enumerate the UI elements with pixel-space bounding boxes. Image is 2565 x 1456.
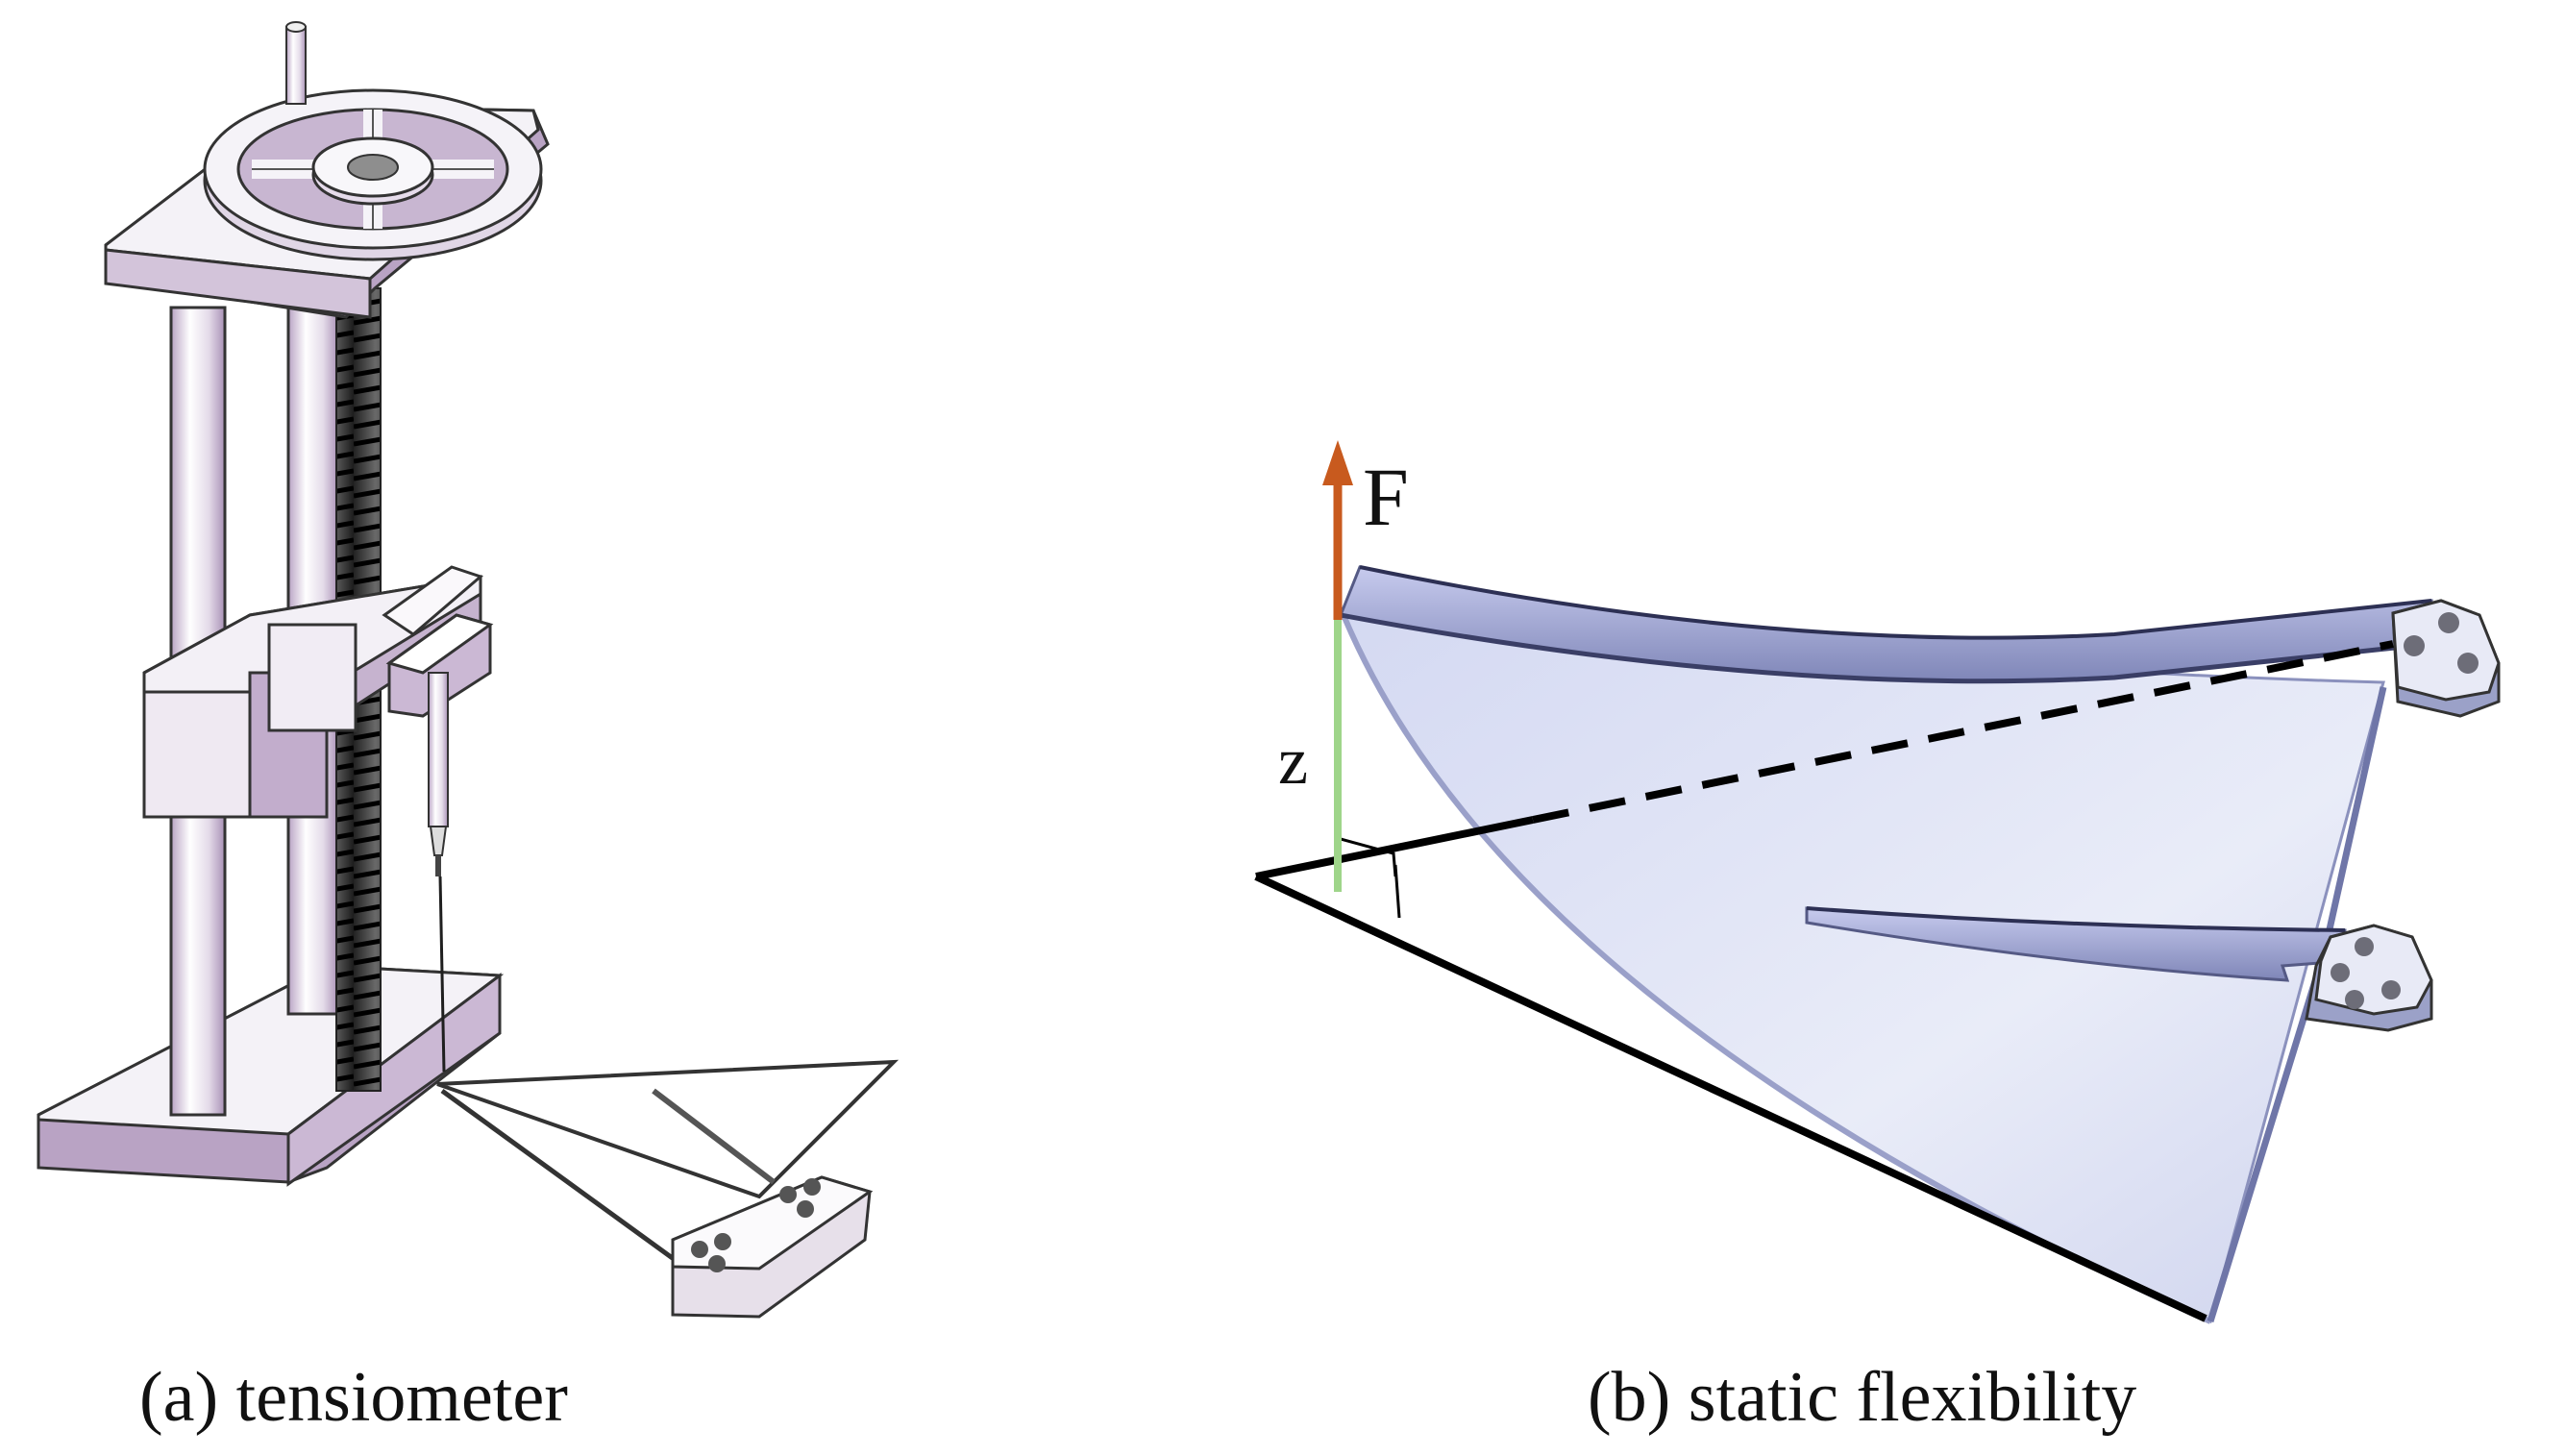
base-plate <box>37 964 505 1187</box>
middle-mount-tab <box>2305 924 2433 1032</box>
force-gauge <box>428 672 449 1073</box>
tensiometer-drawing <box>37 21 900 1319</box>
force-label: F <box>1363 451 1409 543</box>
top-rib <box>1338 565 2433 684</box>
reference-lines <box>1254 640 2394 1322</box>
caption-b: (b) static flexibility <box>1588 1358 2136 1437</box>
static-flexibility-drawing: F z <box>1254 440 2501 1324</box>
top-mount-tab <box>2391 599 2501 718</box>
z-axis-label: z <box>1278 725 1308 799</box>
handwheel <box>203 21 543 261</box>
small-specimen <box>436 1059 900 1319</box>
carriage <box>142 565 494 819</box>
force-arrow <box>1322 440 1353 620</box>
middle-rib <box>1805 906 2347 982</box>
caption-a: (a) tensiometer <box>139 1358 568 1437</box>
